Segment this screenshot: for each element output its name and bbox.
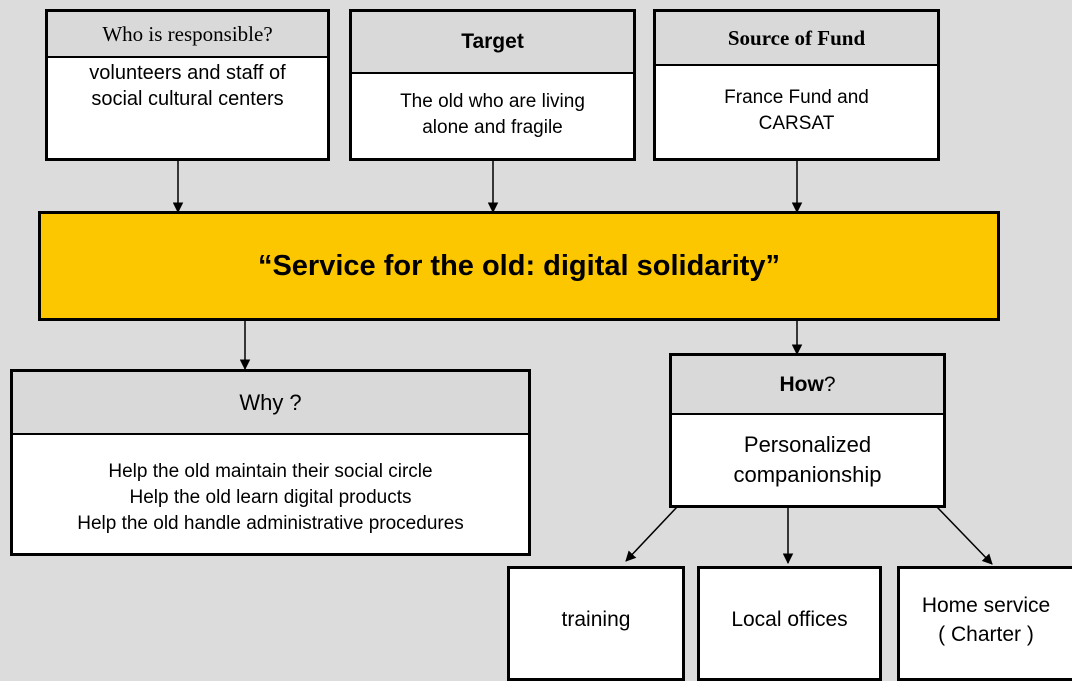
responsible-title: Who is responsible? [102,21,273,46]
arrow-how-to-home-service [936,506,993,565]
why-body: Help the old maintain their social circl… [77,461,464,534]
fund-body: France Fund and CARSAT [724,87,869,134]
how-title-rest: ? [823,372,836,396]
why-box: Why ? Help the old maintain their social… [10,369,531,556]
responsible-box: Who is responsible? volunteers and staff… [45,9,330,161]
training-box: training [507,566,685,681]
target-header: Target [352,12,633,74]
how-box: How? Personalized companionship [669,353,946,508]
target-box: Target The old who are living alone and … [349,9,636,161]
central-label: “Service for the old: digital solidarity… [257,249,781,282]
how-body: Personalized companionship [733,432,882,487]
why-title: Why ? [239,389,302,415]
why-header: Why ? [13,372,528,435]
how-header: How? [672,356,943,415]
central-banner: “Service for the old: digital solidarity… [38,211,1000,321]
fund-box: Source of Fund France Fund and CARSAT [653,9,940,161]
target-body: The old who are living alone and fragile [400,91,585,138]
home-service-label: Home service ( Charter ) [921,593,1051,646]
local-offices-box: Local offices [697,566,882,681]
fund-header: Source of Fund [656,12,937,66]
responsible-header: Who is responsible? [48,12,327,58]
fund-title: Source of Fund [727,25,866,50]
training-label: training [561,607,631,631]
target-title: Target [461,30,524,53]
home-service-box: Home service ( Charter ) [897,566,1072,681]
responsible-body: volunteers and staff of social cultural … [89,62,286,110]
local-offices-label: Local offices [731,607,848,631]
how-title-bold: How [779,372,824,396]
arrow-how-to-training [625,506,678,562]
